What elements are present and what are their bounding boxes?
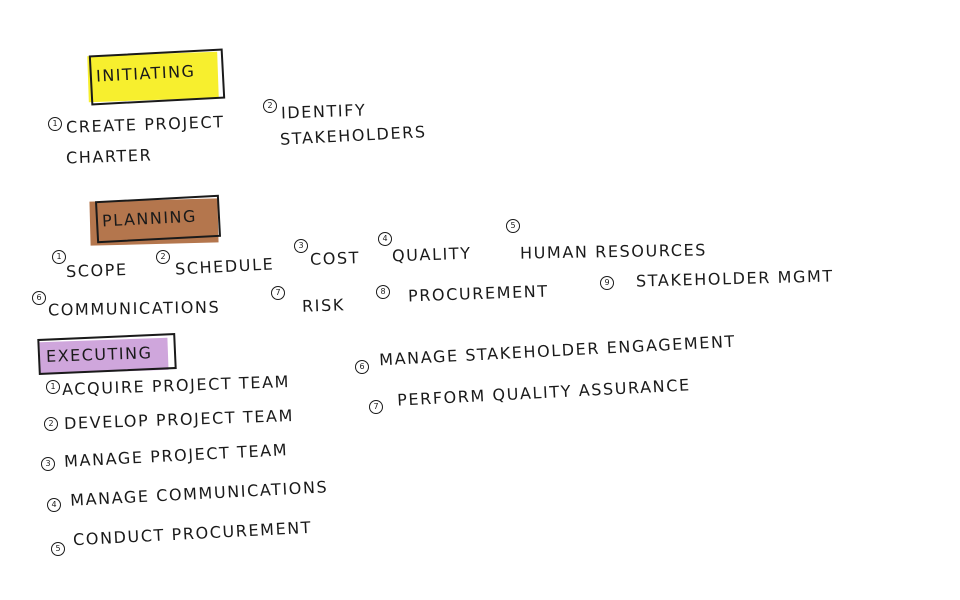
initiating-item-2-number: 2 (263, 99, 277, 113)
executing-title: EXECUTING (45, 343, 153, 366)
executing-item-4-label: MANAGE COMMUNICATIONS (69, 477, 329, 510)
executing-item-2-number: 2 (44, 417, 58, 431)
executing-item-7-label: PERFORM QUALITY ASSURANCE (396, 375, 692, 410)
initiating-item-1-label-line2: CHARTER (65, 145, 153, 168)
planning-item-9-number: 9 (600, 276, 614, 290)
planning-item-4-number: 4 (378, 232, 392, 246)
planning-item-7-number: 7 (271, 286, 285, 300)
initiating-item-2-label: IDENTIFY (280, 100, 367, 123)
planning-item-5-label: HUMAN RESOURCES (519, 240, 708, 263)
executing-item-4-number: 4 (47, 498, 61, 512)
executing-heading: EXECUTING (34, 330, 182, 378)
executing-item-2-label: DEVELOP PROJECT TEAM (63, 405, 295, 434)
executing-item-3-label: MANAGE PROJECT TEAM (63, 440, 289, 471)
planning-item-5-number: 5 (506, 219, 520, 233)
planning-item-9-label: STAKEHOLDER MGMT (635, 266, 834, 291)
planning-item-2-number: 2 (156, 250, 170, 264)
planning-heading: PLANNING (88, 194, 228, 248)
planning-item-7-label: RISK (301, 295, 346, 316)
initiating-item-2-label-line2: STAKEHOLDERS (279, 122, 428, 149)
planning-item-4-label: QUALITY (391, 243, 472, 266)
planning-item-1-number: 1 (52, 250, 66, 264)
executing-item-6-number: 6 (355, 360, 369, 374)
executing-item-7-number: 7 (369, 400, 383, 414)
planning-item-2-label: SCHEDULE (174, 254, 275, 279)
executing-item-6-label: MANAGE STAKEHOLDER ENGAGEMENT (378, 331, 737, 370)
planning-item-6-number: 6 (32, 291, 46, 305)
executing-item-5-number: 5 (51, 542, 65, 556)
planning-item-6-label: COMMUNICATIONS (47, 297, 221, 320)
planning-item-3-number: 3 (294, 239, 308, 253)
executing-item-3-number: 3 (41, 457, 55, 471)
initiating-item-1-label: CREATE PROJECT (65, 112, 225, 137)
planning-item-1-label: SCOPE (65, 259, 128, 282)
initiating-item-1-number: 1 (48, 117, 62, 131)
executing-item-1-number: 1 (46, 380, 60, 394)
planning-item-8-label: PROCUREMENT (407, 281, 550, 306)
planning-item-8-number: 8 (376, 285, 390, 299)
planning-item-3-label: COST (309, 248, 361, 269)
executing-item-5-label: CONDUCT PROCUREMENT (72, 517, 313, 550)
initiating-heading: INITIATING (84, 48, 229, 106)
